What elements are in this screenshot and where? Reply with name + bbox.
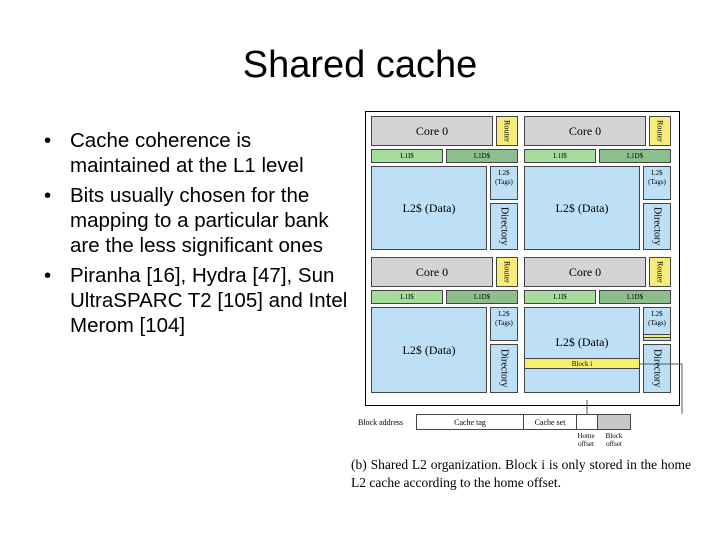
bullet-item: • Cache coherence is maintained at the L1… xyxy=(40,128,350,178)
bullet-dot: • xyxy=(44,129,52,152)
shared-l2-figure: Core 0 Router L1I$ L1D$ L2$ (Data) L2$(T… xyxy=(365,111,680,406)
l2-tags-label: L2$ xyxy=(651,310,663,318)
l2-tags-box: L2$(Tags) xyxy=(490,307,518,341)
home-offset-label-line2: offset xyxy=(578,440,594,448)
core-box: Core 0 xyxy=(524,257,646,287)
bullet-dot: • xyxy=(44,264,52,287)
l2-data-label: L2$ (Data) xyxy=(555,334,609,349)
tag-entry-highlight xyxy=(643,334,671,338)
l1i-box: L1I$ xyxy=(371,290,443,304)
bullet-dot: • xyxy=(44,184,52,207)
router-box: Router xyxy=(649,116,671,146)
l2-tags-sublabel: (Tags) xyxy=(495,319,513,327)
l2-data-box: L2$ (Data) xyxy=(371,307,487,393)
router-box: Router xyxy=(649,257,671,287)
block-offset-field xyxy=(597,414,631,430)
cache-tag-field: Cache tag xyxy=(416,414,524,430)
bullet-text: Cache coherence is maintained at the L1 … xyxy=(70,129,304,177)
core-box: Core 0 xyxy=(371,116,493,146)
l1i-box: L1I$ xyxy=(524,290,596,304)
bullet-item: • Bits usually chosen for the mapping to … xyxy=(40,183,350,258)
block-i-line: Block i xyxy=(524,358,640,369)
l1d-box: L1D$ xyxy=(599,290,671,304)
l2-tags-sublabel: (Tags) xyxy=(648,178,666,186)
directory-box: Directory xyxy=(490,344,518,393)
l2-data-box: L2$ (Data) xyxy=(371,166,487,250)
bullet-list: • Cache coherence is maintained at the L1… xyxy=(40,128,350,343)
l2-tags-box: L2$(Tags) xyxy=(490,166,518,200)
figure-caption: (b) Shared L2 organization. Block i is o… xyxy=(351,457,691,490)
l1d-box: L1D$ xyxy=(599,149,671,163)
core-box: Core 0 xyxy=(371,257,493,287)
l2-tags-label: L2$ xyxy=(498,310,510,318)
l2-tags-sublabel: (Tags) xyxy=(648,319,666,327)
l2-tags-box: L2$(Tags) xyxy=(643,166,671,200)
directory-box: Directory xyxy=(643,203,671,250)
l2-data-box-home: L2$ (Data) xyxy=(524,307,640,393)
core-box: Core 0 xyxy=(524,116,646,146)
slide-title: Shared cache xyxy=(242,44,478,86)
l2-tags-label: L2$ xyxy=(651,169,663,177)
bullet-text: Piranha [16], Hydra [47], Sun UltraSPARC… xyxy=(70,264,348,337)
l2-tags-sublabel: (Tags) xyxy=(495,178,513,186)
block-address-label: Block address xyxy=(358,418,404,427)
directory-box: Directory xyxy=(643,344,671,393)
l2-data-box: L2$ (Data) xyxy=(524,166,640,250)
router-box: Router xyxy=(496,116,518,146)
home-offset-label-line1: Home xyxy=(577,432,595,440)
block-offset-label-line2: offset xyxy=(606,440,622,448)
l1d-box: L1D$ xyxy=(446,149,518,163)
bullet-text: Bits usually chosen for the mapping to a… xyxy=(70,184,329,257)
home-offset-field xyxy=(576,414,598,430)
router-box: Router xyxy=(496,257,518,287)
cache-set-field: Cache set xyxy=(523,414,577,430)
bullet-item: • Piranha [16], Hydra [47], Sun UltraSPAR… xyxy=(40,263,350,338)
l1i-box: L1I$ xyxy=(371,149,443,163)
block-offset-label-line1: Block xyxy=(605,432,623,440)
directory-box: Directory xyxy=(490,203,518,250)
l1d-box: L1D$ xyxy=(446,290,518,304)
l2-tags-label: L2$ xyxy=(498,169,510,177)
l1i-box: L1I$ xyxy=(524,149,596,163)
